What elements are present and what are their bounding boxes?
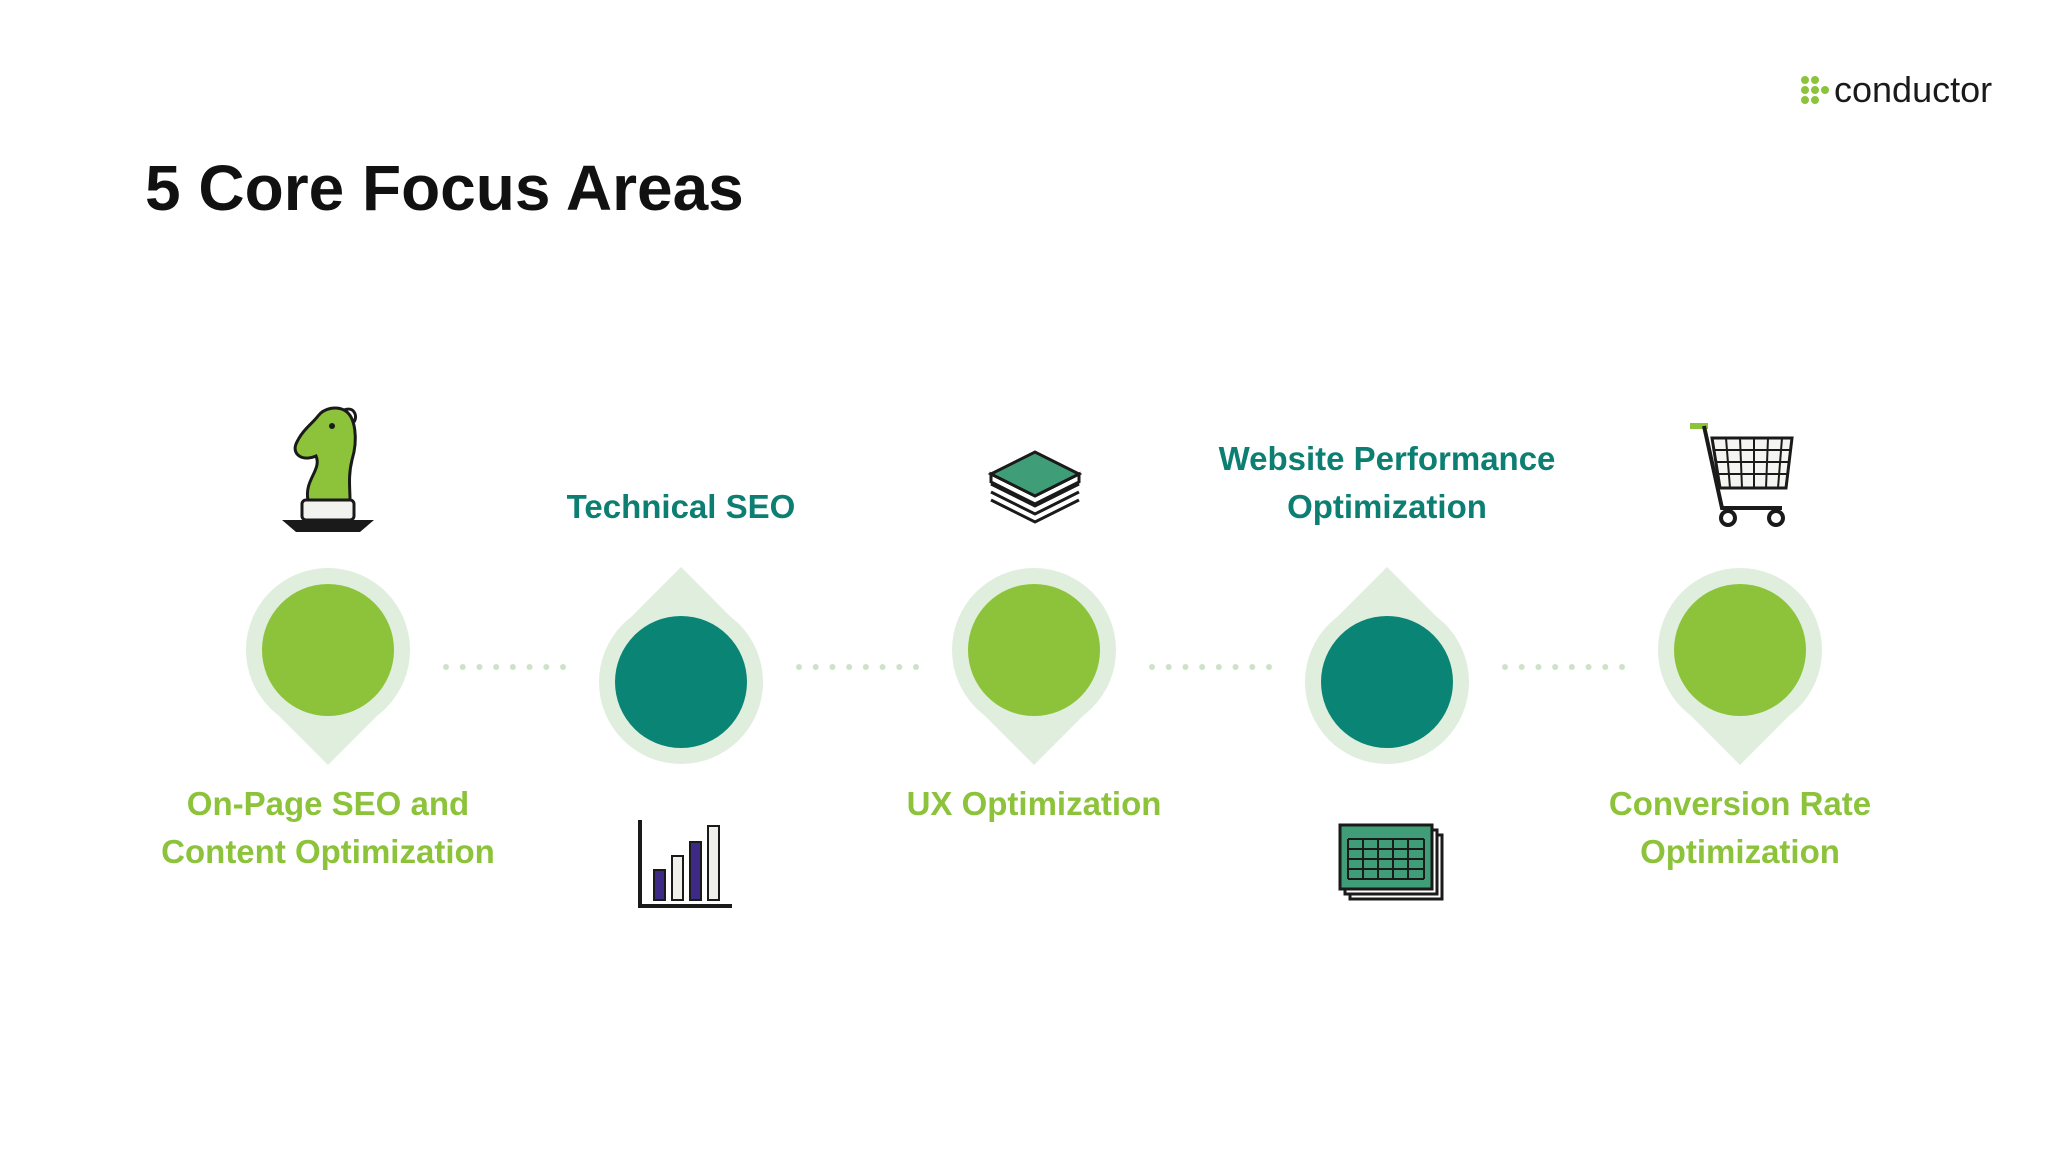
connector-dot — [476, 664, 483, 670]
connector-dot — [509, 664, 516, 670]
brand-logo: conductor — [1800, 70, 1992, 110]
connector-dot — [560, 664, 566, 670]
connector-dot — [1232, 664, 1239, 670]
spreadsheet-stack-icon — [1338, 823, 1444, 901]
connector-2 — [796, 664, 919, 670]
connector-dot — [846, 664, 853, 670]
connector-3 — [1149, 664, 1272, 670]
pin-core — [1321, 616, 1453, 748]
pin-core — [262, 584, 394, 716]
step-1-label-line-2: Content Optimization — [161, 833, 495, 870]
step-2-label-line-1: Technical SEO — [566, 488, 796, 525]
pin-core — [615, 616, 747, 748]
connector-lines — [443, 664, 1625, 670]
logo-dots-icon — [1801, 76, 1829, 104]
pin-tip — [983, 713, 1085, 765]
step-4-label-line-2: Optimization — [1287, 488, 1487, 525]
step-5-label-line-1: Conversion Rate — [1608, 785, 1872, 822]
connector-dot — [459, 664, 466, 670]
connector-dot — [1518, 664, 1525, 670]
pin-tip — [1336, 567, 1438, 619]
step-1-label: On-Page SEO and Content Optimization — [118, 780, 538, 876]
pin-tip — [1689, 713, 1791, 765]
connector-dot — [829, 664, 836, 670]
step-3-label-line-1: UX Optimization — [906, 785, 1162, 822]
connector-dot — [1568, 664, 1575, 670]
connector-dot — [1215, 664, 1222, 670]
pin-core — [968, 584, 1100, 716]
step-4-label-line-1: Website Performance — [1218, 440, 1556, 477]
connector-dot — [1552, 664, 1559, 670]
connector-1 — [443, 664, 566, 670]
page-title: 5 Core Focus Areas — [145, 152, 744, 224]
brand-name: conductor — [1834, 69, 1993, 110]
chess-knight-icon — [282, 406, 374, 532]
connector-dot — [796, 664, 802, 670]
connector-dot — [493, 664, 500, 670]
connector-dot — [1502, 664, 1508, 670]
step-5-label: Conversion Rate Optimization — [1530, 780, 1950, 876]
pin-tip — [630, 567, 732, 619]
connector-dot — [1249, 664, 1256, 670]
connector-4 — [1502, 664, 1625, 670]
shopping-cart-icon — [1690, 423, 1794, 527]
connector-dot — [1266, 664, 1272, 670]
connector-dot — [879, 664, 886, 670]
pin-step-1 — [246, 568, 410, 765]
step-2-label: Technical SEO — [471, 483, 891, 531]
connector-dot — [543, 664, 550, 670]
connector-dot — [443, 664, 449, 670]
connector-dot — [896, 664, 903, 670]
connector-dot — [1165, 664, 1172, 670]
pin-tip — [277, 713, 379, 765]
pins-layer — [246, 567, 1822, 765]
layers-stack-icon — [987, 450, 1083, 524]
pin-step-2 — [599, 567, 763, 764]
pin-step-3 — [952, 568, 1116, 765]
connector-dot — [913, 664, 919, 670]
connector-dot — [862, 664, 869, 670]
step-5-label-line-2: Optimization — [1640, 833, 1840, 870]
pin-step-4 — [1305, 567, 1469, 764]
connector-dot — [812, 664, 819, 670]
bar-chart-icon — [638, 820, 732, 908]
connector-dot — [1535, 664, 1542, 670]
pin-core — [1674, 584, 1806, 716]
connector-dot — [1182, 664, 1189, 670]
connector-dot — [1602, 664, 1609, 670]
step-1-label-line-1: On-Page SEO and — [186, 785, 470, 822]
connector-dot — [1585, 664, 1592, 670]
step-3-label: UX Optimization — [824, 780, 1244, 828]
connector-dot — [1149, 664, 1155, 670]
pin-step-5 — [1658, 568, 1822, 765]
connector-dot — [526, 664, 533, 670]
connector-dot — [1199, 664, 1206, 670]
step-4-label: Website Performance Optimization — [1177, 435, 1597, 531]
connector-dot — [1619, 664, 1625, 670]
